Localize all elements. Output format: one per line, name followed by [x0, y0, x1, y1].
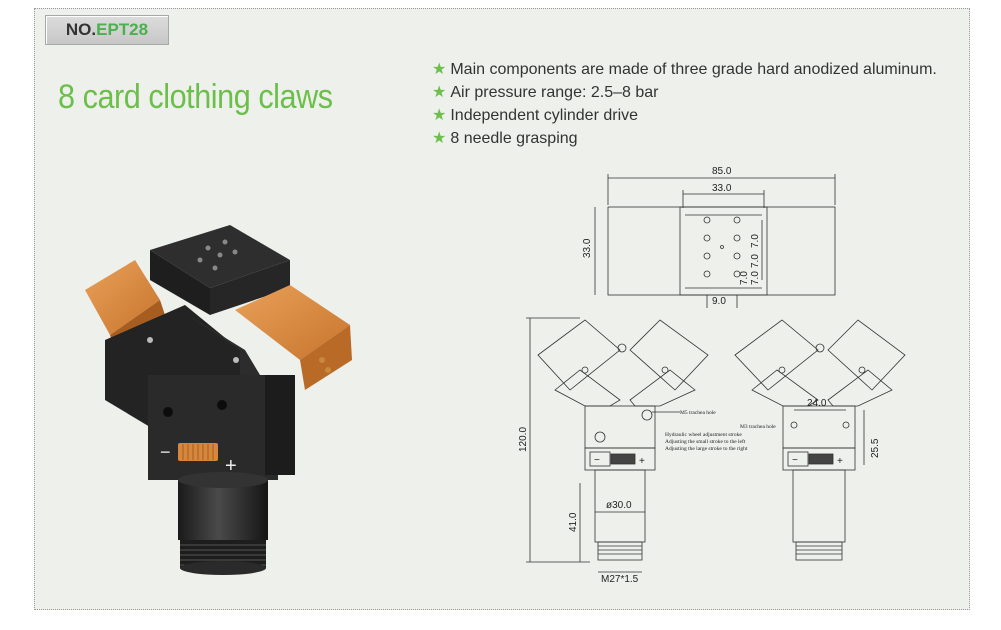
front-view: 120.0 41.0 − + ø30.0 M27*1.5 M5 trachea … [518, 317, 748, 585]
dim-thread: M27*1.5 [601, 574, 639, 585]
dim-width-inner: 33.0 [712, 183, 732, 194]
page-title: 8 card clothing claws [58, 78, 333, 116]
dim-hole-spacing: 24.0 [807, 398, 827, 409]
dim-side-height: 25.5 [870, 438, 881, 458]
feature-text: Main components are made of three grade … [450, 61, 937, 78]
dim-height-lower: 41.0 [568, 512, 579, 532]
technical-drawing: 85.0 33.0 33.0 7.0 7.0 7.0 7.0 9.0 120.0… [518, 166, 906, 585]
note-stroke-2: Adjusting the small stroke to the left [665, 438, 746, 445]
dim-pitch-3: 7.0 [750, 271, 761, 285]
side-plus: + [837, 456, 843, 467]
star-icon: ★ [432, 107, 447, 124]
star-icon: ★ [432, 61, 447, 78]
note-stroke-3: Adjusting the large stroke to the right [665, 446, 748, 452]
product-image: − + [85, 225, 352, 575]
side-minus: − [792, 455, 798, 466]
note-stroke-1: Hydraulic wheel adjustment stroke [665, 432, 742, 438]
dim-gap: 9.0 [712, 296, 726, 307]
dim-diameter: ø30.0 [606, 500, 632, 511]
badge-code: EPT28 [96, 20, 149, 39]
front-plus: + [639, 456, 645, 467]
dim-height-top: 33.0 [582, 238, 593, 258]
model-badge: NO.EPT28 [45, 15, 169, 45]
note-m5: M5 trachea hole [680, 410, 716, 416]
dim-pitch-2: 7.0 [750, 254, 761, 268]
top-view: 85.0 33.0 33.0 7.0 7.0 7.0 7.0 9.0 [582, 166, 836, 308]
feature-text: Independent cylinder drive [450, 107, 639, 124]
feature-item: ★Air pressure range: 2.5–8 bar [432, 81, 937, 104]
feature-text: Air pressure range: 2.5–8 bar [450, 84, 659, 101]
star-icon: ★ [432, 84, 447, 101]
star-icon: ★ [432, 130, 447, 147]
feature-item: ★Main components are made of three grade… [432, 58, 937, 81]
side-view: 24.0 M3 trachea hole 25.5 − + [734, 319, 906, 561]
feature-item: ★8 needle grasping [432, 127, 937, 150]
note-m3: M3 trachea hole [740, 424, 776, 430]
dim-pitch-1: 7.0 [750, 234, 761, 248]
feature-list: ★Main components are made of three grade… [432, 58, 937, 150]
front-minus: − [594, 455, 600, 466]
dim-width-overall: 85.0 [712, 166, 732, 177]
badge-prefix: NO. [65, 20, 97, 39]
dim-height-overall: 120.0 [518, 427, 529, 452]
plus-label: + [225, 455, 237, 477]
feature-text: 8 needle grasping [450, 130, 578, 147]
minus-label: − [160, 442, 171, 462]
feature-item: ★Independent cylinder drive [432, 104, 937, 127]
dim-pitch-4: 7.0 [739, 271, 750, 285]
